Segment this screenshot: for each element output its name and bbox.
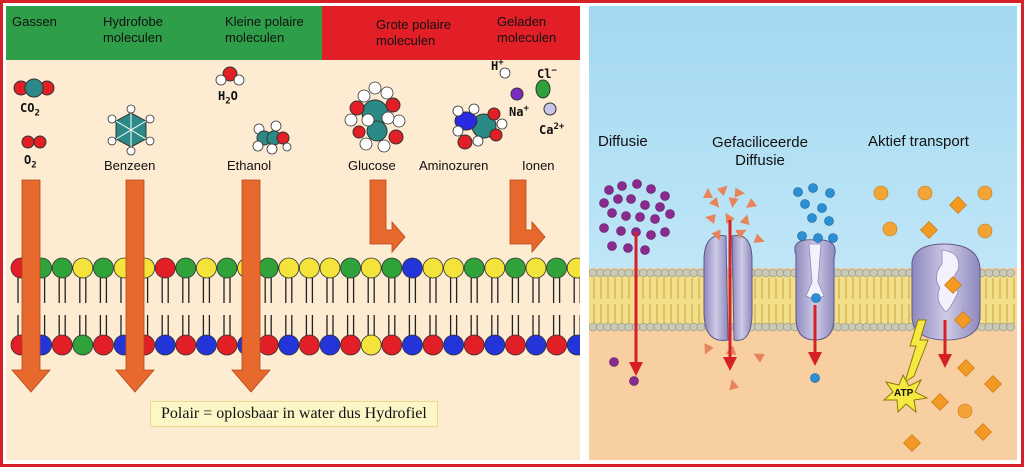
category-grote-polaire: Grote polaire moleculen: [376, 17, 452, 48]
green-header-band: [6, 6, 322, 60]
water-molecule: [215, 66, 245, 86]
label-ionen: Ionen: [522, 158, 555, 173]
label-na-plus: Na+: [509, 104, 529, 119]
label-co2: CO2: [20, 101, 40, 119]
facilitated-particles: [703, 185, 765, 391]
label-benzeen: Benzeen: [104, 158, 156, 173]
carrier-particles: [793, 183, 838, 383]
atp-burst: [882, 373, 929, 414]
panel-divider: [580, 6, 589, 460]
polarity-caption: Polair = oplosbaar in water dus Hydrofie…: [150, 401, 438, 427]
red-header-band: [322, 6, 580, 60]
section-gefaciliceerde-diffusie: Gefaciliceerde Diffusie: [712, 134, 808, 169]
right-panel-extracellular: [589, 6, 1017, 268]
glucose-molecule: [344, 81, 406, 153]
label-o2: O2: [24, 153, 37, 171]
diffusion-particles: [599, 179, 675, 386]
label-h-plus: H+: [491, 58, 504, 73]
category-kleine-polaire: Kleine polaire moleculen: [225, 14, 304, 45]
co2-molecule: [13, 78, 55, 98]
energy-bolt: [904, 319, 929, 384]
label-atp: ATP: [894, 388, 914, 399]
section-diffusie: Diffusie: [598, 133, 648, 150]
label-ethanol: Ethanol: [227, 158, 272, 173]
section-aktief-transport: Aktief transport: [868, 133, 969, 150]
arrow-grote-polaire-bent: [369, 179, 406, 254]
arrow-geladen-bent: [509, 179, 546, 254]
arrow-gassen: [11, 179, 51, 393]
arrow-kleine-polaire: [231, 179, 271, 393]
label-aminozuren: Aminozuren: [419, 158, 489, 173]
ethanol-molecule: [252, 120, 292, 155]
carrier-protein: [794, 239, 836, 341]
active-particles: [873, 185, 1002, 452]
aminoacid-molecule: [452, 103, 508, 150]
ion-particles: [499, 67, 557, 116]
category-geladen: Geladen moleculen: [497, 14, 557, 45]
label-glucose: Glucose: [348, 158, 396, 173]
label-cl-minus: Cl−: [537, 66, 557, 81]
o2-molecule: [21, 135, 47, 149]
category-hydrofobe: Hydrofobe moleculen: [103, 14, 163, 45]
label-ca-2plus: Ca2+: [539, 122, 565, 137]
arrow-hydrofobe: [115, 179, 155, 393]
benzene-molecule: [107, 104, 155, 156]
channel-protein: [703, 235, 753, 341]
category-gassen: Gassen: [12, 14, 57, 29]
left-panel-background: [6, 6, 580, 460]
label-h2o: H2O: [218, 89, 238, 107]
